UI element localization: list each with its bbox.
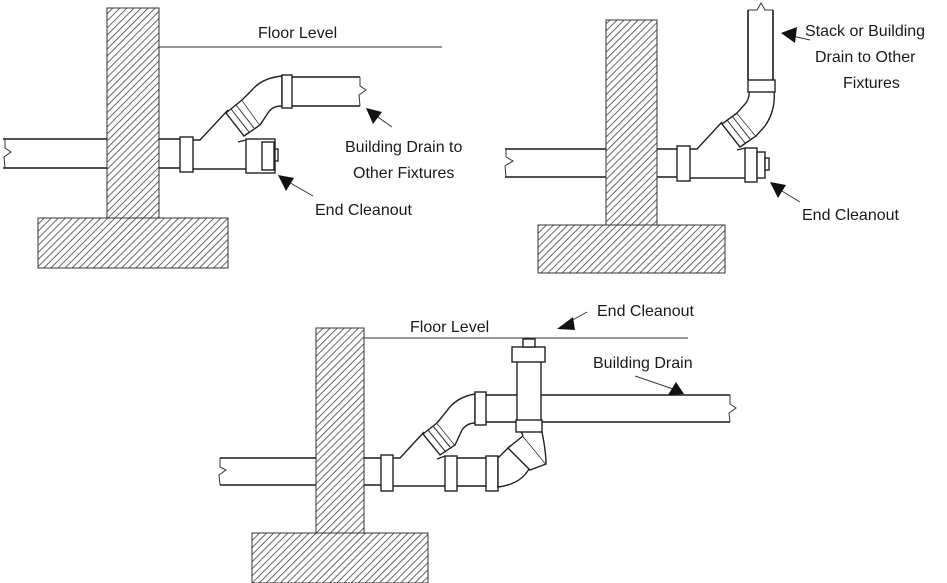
- arrowhead-icon: [770, 182, 786, 198]
- cleanout-riser: [516, 359, 542, 423]
- coupling: [281, 74, 293, 109]
- coupling: [747, 79, 776, 93]
- stack-label-line-2: Drain to Other: [815, 49, 916, 66]
- floor-level-label: Floor Level: [258, 25, 337, 42]
- arrowhead-icon: [557, 317, 575, 330]
- coupling: [676, 145, 691, 182]
- cleanout-plug: [764, 157, 770, 171]
- footing: [37, 217, 229, 269]
- coupling: [515, 419, 543, 433]
- cleanout-hub: [511, 346, 546, 363]
- coupling: [380, 454, 394, 492]
- wye-fitting: [193, 109, 247, 170]
- cleanout-hub: [744, 147, 758, 183]
- coupling: [179, 136, 194, 173]
- floor-level-label: Floor Level: [410, 319, 489, 336]
- building-drain-pipe-outside: [218, 457, 316, 486]
- arrowhead-icon: [366, 108, 382, 124]
- building-drain-pipe-outside: [3, 138, 107, 169]
- panel-2: Stack or Building Drain to Other Fixture…: [504, 1, 925, 274]
- wye-fitting: [393, 431, 446, 487]
- end-cleanout-label: End Cleanout: [802, 207, 900, 224]
- stack-label-line-3: Fixtures: [843, 75, 900, 92]
- foundation-wall: [106, 7, 160, 219]
- panel-1: Floor Level Building Drain to Other Fixt…: [3, 7, 463, 269]
- arrowhead-icon: [278, 175, 294, 191]
- wye-fitting: [690, 121, 746, 179]
- coupling: [485, 455, 499, 492]
- arrowhead-icon: [781, 27, 797, 43]
- end-cleanout-label: End Cleanout: [315, 202, 413, 219]
- foundation-wall: [605, 19, 658, 226]
- footing: [537, 224, 726, 274]
- stack-pipe: [747, 1, 774, 80]
- coupling: [474, 391, 487, 426]
- end-cleanout-label: End Cleanout: [597, 303, 695, 320]
- arrowhead-icon: [668, 382, 684, 395]
- coupling: [444, 455, 458, 492]
- drain-label-line-2: Other Fixtures: [353, 165, 454, 182]
- cleanout-plug: [522, 338, 536, 348]
- footing: [251, 532, 429, 583]
- stack-label-line-1: Stack or Building: [805, 23, 925, 40]
- foundation-wall: [315, 327, 365, 534]
- building-drain-label: Building Drain: [593, 355, 693, 372]
- panel-3: Floor Level End Cleano: [218, 303, 737, 583]
- building-drain-pipe: [292, 76, 367, 107]
- drain-label-line-1: Building Drain to: [345, 139, 463, 156]
- cleanout-plug: [274, 148, 279, 162]
- building-drain-pipe-outside: [504, 148, 606, 178]
